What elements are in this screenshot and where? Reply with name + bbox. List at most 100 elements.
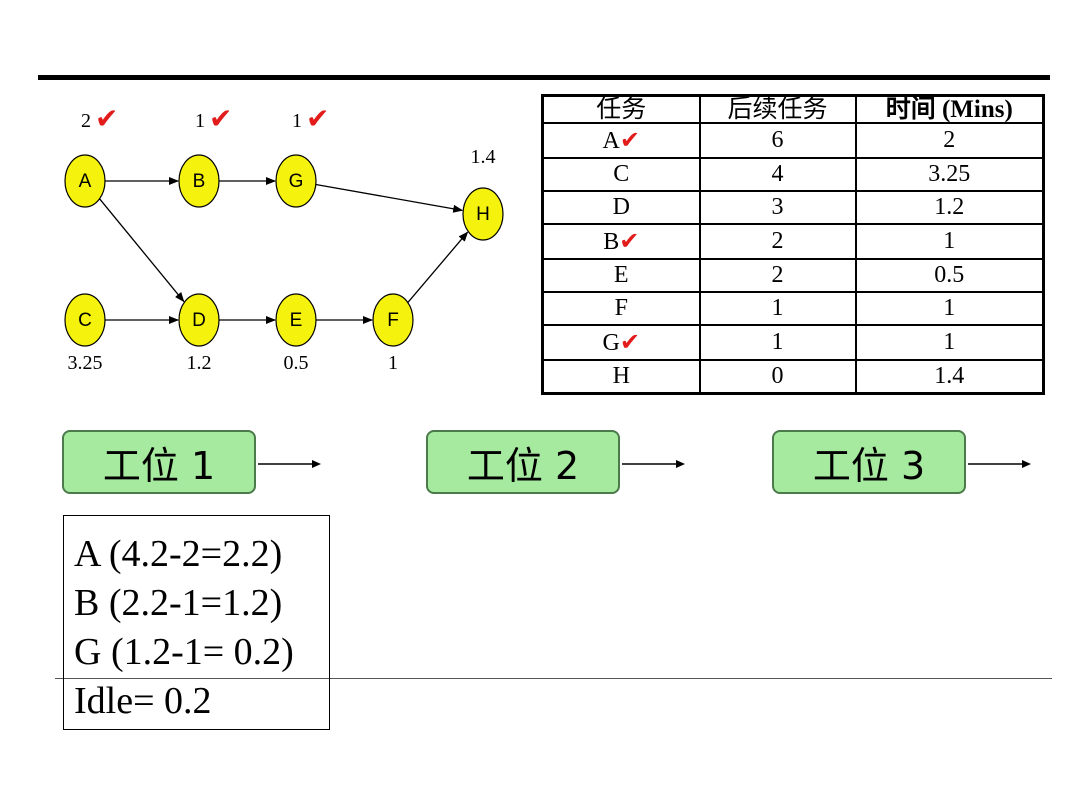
time-cell: 1.2 [854, 189, 1045, 226]
task-cell: B✔ [541, 223, 701, 260]
title-rule [38, 75, 1050, 80]
successors-cell: 4 [698, 156, 857, 192]
node-G-label: G [289, 171, 304, 192]
node-D: D 1.2 [178, 293, 220, 374]
task-cell: C [541, 156, 701, 192]
check-icon: ✔ [619, 226, 640, 255]
time-cell: 3.25 [854, 156, 1045, 192]
station-3: 工位 3 [772, 430, 966, 494]
node-G-time: 1 [292, 110, 302, 132]
node-D-shape [178, 293, 220, 347]
node-D-time: 1.2 [187, 352, 212, 374]
time-cell: 1 [854, 223, 1045, 260]
station-2-arrow [622, 460, 685, 468]
time-cell: 1 [854, 324, 1045, 361]
node-F-shape [372, 293, 414, 347]
node-F-time: 1 [388, 352, 398, 374]
task-name: H [612, 363, 630, 390]
station-1-calculation: A (4.2-2=2.2) B (2.2-1=1.2) G (1.2-1= 0.… [63, 515, 330, 730]
check-icon: ✔ [95, 102, 118, 135]
edge-F-H [407, 231, 469, 303]
task-name: G [602, 329, 620, 356]
node-F: F1 [372, 293, 414, 374]
calc-line-idle: Idle= 0.2 [74, 680, 212, 722]
node-E: E 0.5 [275, 293, 317, 374]
calc-line-a: A (4.2-2=2.2) [74, 533, 283, 575]
successors-cell: 2 [698, 257, 857, 293]
successors-cell: 1 [698, 324, 857, 361]
footer-rule [55, 678, 1052, 679]
task-cell: F [541, 290, 701, 327]
station-1: 工位 1 [62, 430, 256, 494]
task-cell: E [541, 257, 701, 293]
successors-cell: 0 [698, 358, 857, 395]
successors-cell: 3 [698, 189, 857, 226]
node-A: A2✔ [64, 102, 118, 208]
header-time: 时间 (Mins) [854, 94, 1045, 124]
node-D-label: D [192, 310, 206, 331]
successors-cell: 2 [698, 223, 857, 260]
successors-cell: 6 [698, 122, 857, 159]
node-H-shape [462, 187, 504, 241]
node-C-label: C [78, 310, 92, 331]
node-C-shape [64, 293, 106, 347]
time-cell: 1 [854, 290, 1045, 327]
table-header-row: 任务 后续任务 时间 (Mins) [541, 94, 1045, 124]
task-cell: D [541, 189, 701, 226]
task-name: E [613, 262, 629, 289]
task-name: B [603, 228, 620, 255]
station-3-label: 工位 3 [812, 443, 926, 488]
header-task: 任务 [541, 94, 701, 124]
node-A-label: A [79, 171, 92, 192]
node-A-shape [64, 154, 106, 208]
check-icon: ✔ [619, 327, 640, 356]
station-2: 工位 2 [426, 430, 620, 494]
node-E-shape [275, 293, 317, 347]
station-2-label: 工位 2 [466, 443, 580, 488]
task-name: F [614, 295, 628, 322]
node-G-shape [275, 154, 317, 208]
task-name: C [613, 161, 630, 188]
time-cell: 1.4 [854, 358, 1045, 395]
check-icon: ✔ [209, 102, 232, 135]
task-cell: G✔ [541, 324, 701, 361]
station-1-arrow [258, 460, 321, 468]
node-H-time: 1.4 [471, 146, 496, 168]
time-cell: 2 [854, 122, 1045, 159]
task-cell: A✔ [541, 122, 701, 159]
successors-cell: 1 [698, 290, 857, 327]
node-B-shape [178, 154, 220, 208]
node-F-label: F [387, 310, 399, 331]
node-B-label: B [193, 171, 206, 192]
node-E-label: E [290, 310, 303, 331]
task-cell: H [541, 358, 701, 395]
station-1-label: 工位 1 [102, 443, 216, 488]
edge-A-D [99, 198, 185, 303]
node-E-time: 0.5 [284, 352, 309, 374]
check-icon: ✔ [619, 125, 640, 154]
time-cell: 0.5 [854, 257, 1045, 293]
task-name: D [612, 194, 630, 221]
header-successors: 后续任务 [698, 94, 857, 124]
check-icon: ✔ [306, 102, 329, 135]
node-G: G 1✔ [275, 102, 329, 208]
node-H: H 1.4 [462, 146, 504, 241]
node-B: B 1✔ [178, 102, 232, 208]
calc-line-g: G (1.2-1= 0.2) [74, 631, 294, 673]
node-B-time: 1 [195, 110, 205, 132]
node-C-time: 3.25 [68, 352, 103, 374]
task-name: A [602, 127, 620, 154]
edge-G-H [315, 183, 464, 213]
node-C: C 3.25 [64, 293, 106, 374]
node-H-label: H [476, 204, 490, 225]
